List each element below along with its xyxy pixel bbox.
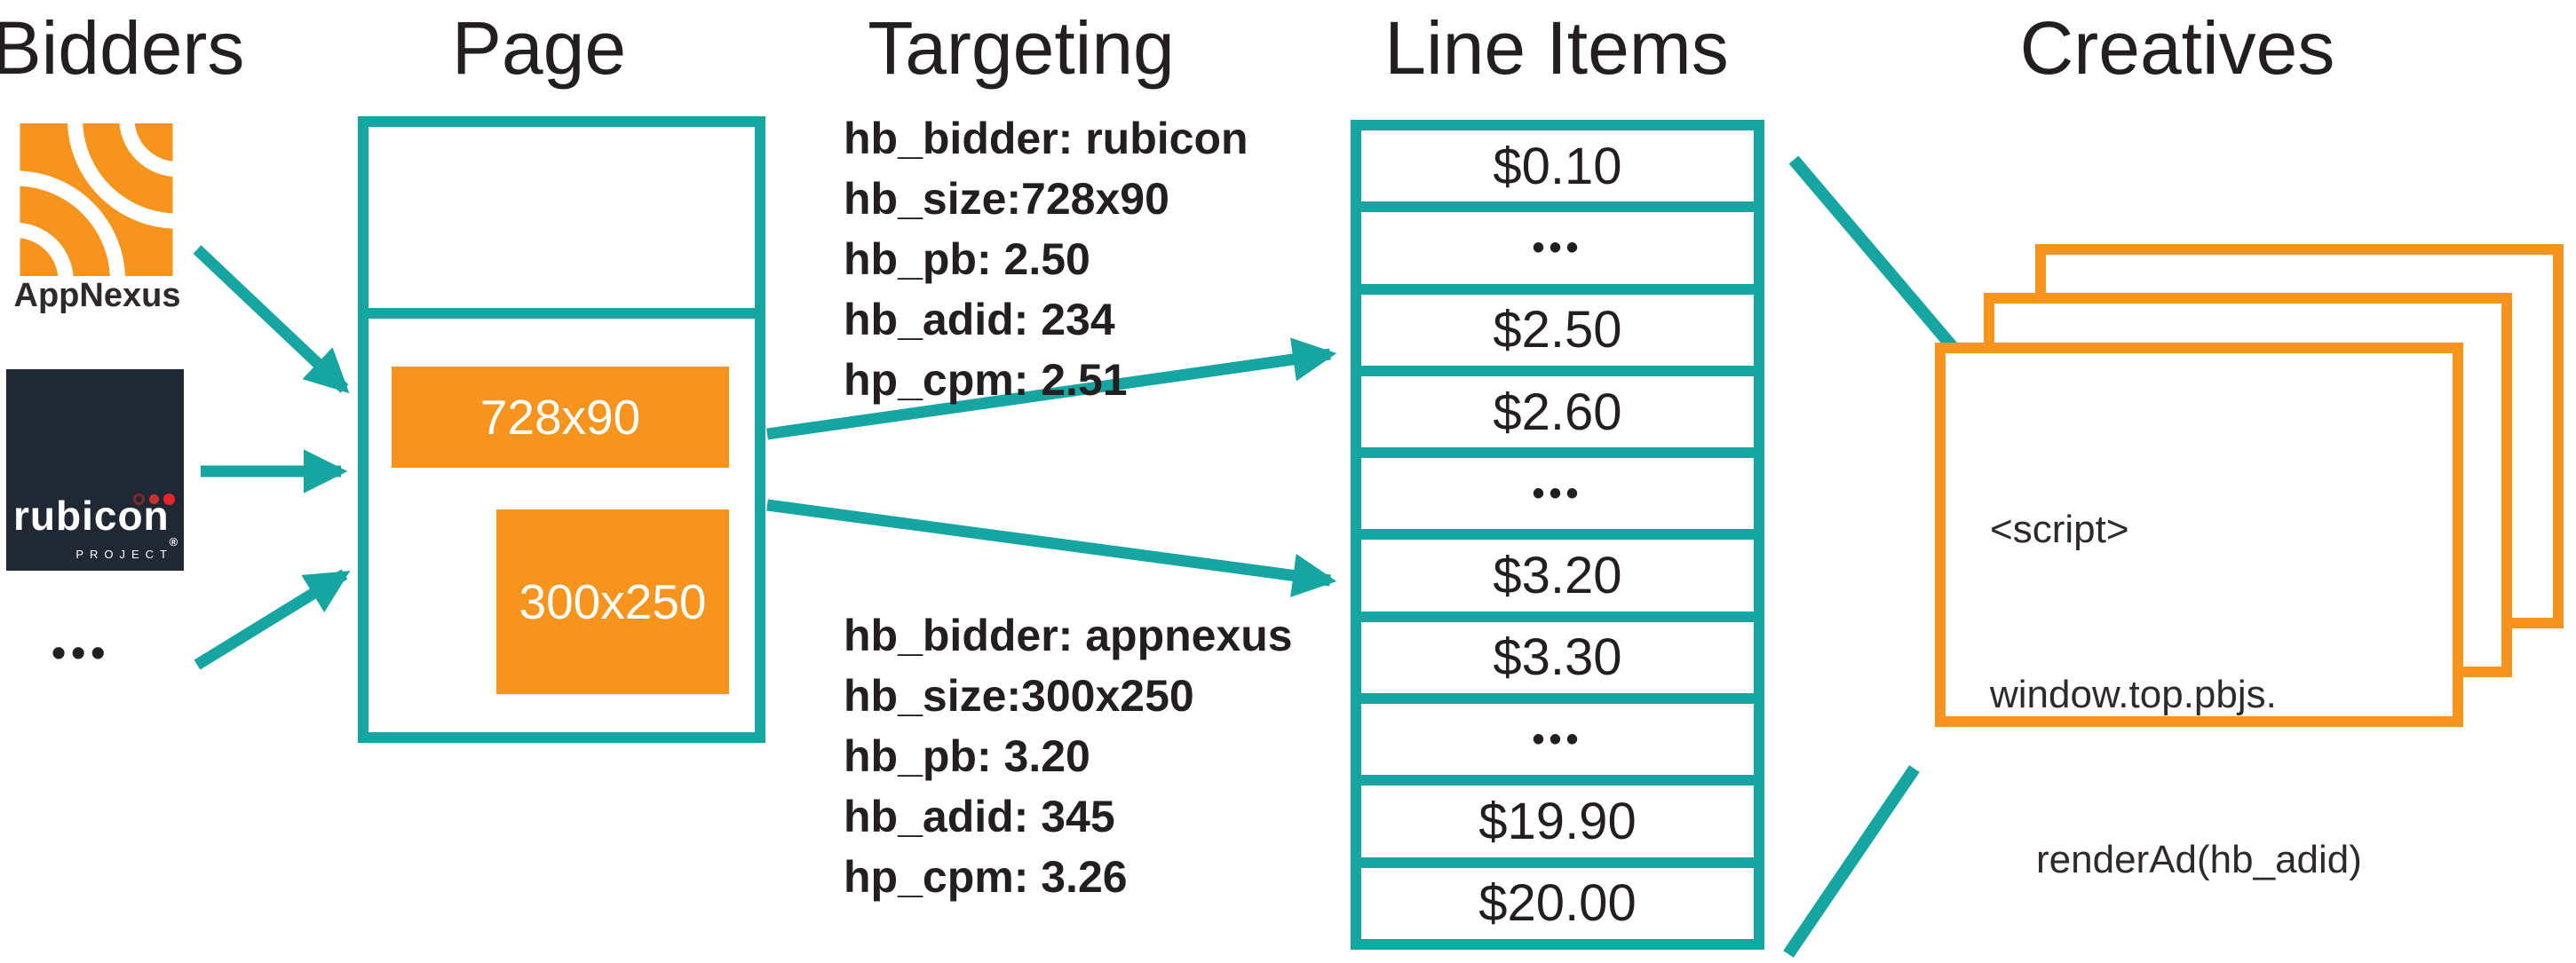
code-line: <script> [1990,508,2129,551]
creative-card-front: <script> window.top.pbjs. renderAd(hb_ad… [1935,343,2463,881]
page-box: 728x90 300x250 [358,116,765,743]
appnexus-logo-label: AppNexus [13,277,181,314]
targeting-line: hb_pb: 3.20 [844,731,1090,781]
line-item-row-ellipsis: ••• [1361,212,1754,284]
targeting-line: hb_size:300x250 [844,671,1194,721]
creative-script-snippet: <script> window.top.pbjs. renderAd(hb_ad… [1990,392,2362,963]
ad-slot-300x250: 300x250 [496,509,729,694]
code-line: window.top.pbjs. [1990,673,2277,716]
targeting-line: hp_cpm: 3.26 [844,852,1128,902]
line-item-row: $2.60 [1361,375,1754,448]
column-title-line-items: Line Items [1384,6,1729,90]
line-items-table: $0.10 ••• $2.50 $2.60 ••• $3.20 $3.30 ••… [1351,120,1764,950]
targeting-rubicon-block: hb_bidder: rubicon hb_size:728x90 hb_pb:… [844,108,1248,410]
line-item-row: $2.50 [1361,294,1754,366]
more-bidders-ellipsis: ••• [52,629,111,675]
targeting-line: hb_bidder: appnexus [844,611,1293,660]
targeting-line: hb_pb: 2.50 [844,234,1090,284]
ad-slot-728x90: 728x90 [392,367,729,468]
arrow-page-to-lineitem-320 [766,499,1337,597]
line-item-row: $20.00 [1361,867,1754,939]
line-item-row-ellipsis: ••• [1361,704,1754,776]
column-title-targeting: Targeting [868,6,1175,90]
line-item-row-ellipsis: ••• [1361,458,1754,530]
rubicon-logo-wordmark: rubicon® [13,493,179,549]
targeting-line: hb_size:728x90 [844,174,1169,224]
arrow-page-to-lineitem-250 [766,337,1337,440]
line-item-row: $3.20 [1361,540,1754,612]
targeting-line: hp_cpm: 2.51 [844,355,1128,405]
targeting-line: hb_adid: 345 [844,792,1115,841]
line-item-row: $19.90 [1361,785,1754,857]
column-title-bidders: Bidders [0,6,245,90]
targeting-line: hb_bidder: rubicon [844,114,1248,163]
segment-lineitems-bottom-to-creatives [1783,765,1920,958]
arrow-appnexus-to-page [193,245,350,394]
targeting-appnexus-block: hb_bidder: appnexus hb_size:300x250 hb_p… [844,605,1293,907]
column-title-page: Page [451,6,627,90]
rubicon-logo: rubicon® PROJECT [6,369,184,571]
page-header-divider [369,308,755,319]
appnexus-logo-icon [20,123,173,276]
column-title-creatives: Creatives [2019,6,2335,90]
targeting-line: hb_adid: 234 [844,295,1115,344]
line-item-row: $0.10 [1361,130,1754,202]
code-line: renderAd(hb_adid) [2036,838,2362,881]
arrow-otherbidders-to-page [194,569,351,670]
rubicon-logo-dots-icon [133,493,175,505]
rubicon-logo-subtitle: PROJECT [75,548,173,561]
line-item-row: $3.30 [1361,621,1754,694]
